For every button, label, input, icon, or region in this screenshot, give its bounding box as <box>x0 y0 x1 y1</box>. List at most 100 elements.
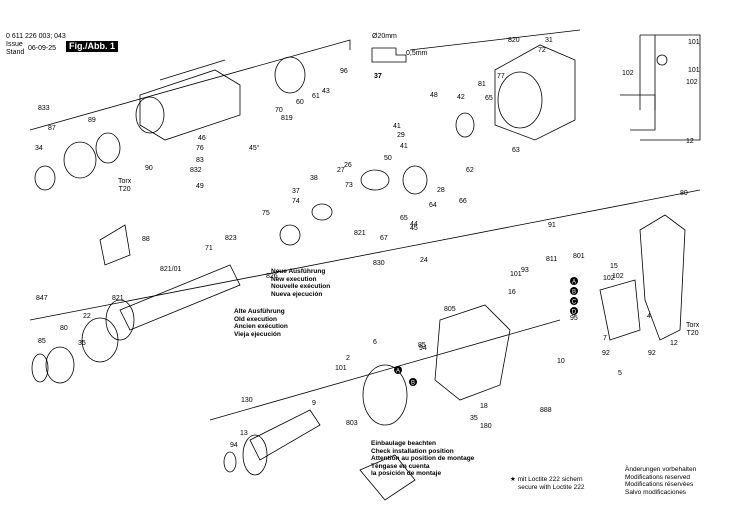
issue-date: 06-09-25 <box>28 45 57 52</box>
connector-marker <box>394 366 402 374</box>
dimension-part-number: 37 <box>374 73 382 80</box>
part-number-callout: 67 <box>380 235 388 242</box>
part-number-callout: 61 <box>312 93 320 100</box>
document-number: 0 611 226 003; 043 <box>6 33 66 40</box>
part-number-callout: 85 <box>38 338 46 345</box>
part-number-callout: 821/01 <box>160 266 182 273</box>
part-number-callout: 80 <box>60 325 68 332</box>
dimension-diameter: Ø20mm <box>372 33 397 40</box>
part-number-callout: 102 <box>603 275 615 282</box>
part-number-callout: 821 <box>354 230 366 237</box>
part-number-callout: 89 <box>88 117 96 124</box>
part-number-callout: 46 <box>198 135 206 142</box>
circuit-reference: 102 <box>622 70 634 77</box>
part-number-callout: 102 <box>612 273 624 280</box>
part-number-callout: 34 <box>35 145 43 152</box>
connector-letter: D <box>572 310 577 316</box>
part-number-callout: 803 <box>346 420 358 427</box>
part-number-callout: 180 <box>480 423 492 430</box>
connector-letter: B <box>572 290 576 296</box>
part-number-callout: 62 <box>466 167 474 174</box>
part-number-callout: 12 <box>670 340 678 347</box>
part-number-callout: 96 <box>340 68 348 75</box>
part-number-callout: 43 <box>322 88 330 95</box>
part-number-callout: 93 <box>521 267 529 274</box>
part-number-callout: 65 <box>400 215 408 222</box>
connector-letter: A <box>396 369 400 375</box>
part-number-callout: 38 <box>310 175 318 182</box>
part-number-callout: 48 <box>430 92 438 99</box>
part-number-callout: 15 <box>610 263 618 270</box>
part-number-callout: 88 <box>142 236 150 243</box>
part-number-callout: 87 <box>48 125 56 132</box>
handle-shape <box>639 214 686 341</box>
part-number-callout: 45 <box>410 225 418 232</box>
part-number-callout: 5 <box>618 370 622 377</box>
tool-holder-cap <box>34 165 56 191</box>
figure-label: Fig./Abb. 1 <box>66 41 118 52</box>
connector-letter: C <box>572 300 577 306</box>
part-number-callout: 71 <box>205 245 213 252</box>
part-number-callout: 35 <box>470 415 478 422</box>
part-number-callout: 31 <box>545 37 553 44</box>
part-number-callout: 3/60 <box>0 0 14 2</box>
connector-marker <box>570 297 578 305</box>
frame-upper-right <box>409 29 581 51</box>
part-number-callout: 18 <box>480 403 488 410</box>
part-number-callout: 801 <box>573 253 585 260</box>
circuit-reference: 12 <box>686 138 694 145</box>
part-number-callout: 91 <box>548 222 556 229</box>
part-number-callout: 60 <box>296 99 304 106</box>
frame-lower <box>209 319 561 421</box>
part-number-callout: 63 <box>512 147 520 154</box>
part-number-callout: 24 <box>420 257 428 264</box>
connector-marker <box>570 287 578 295</box>
connector-marker <box>570 277 578 285</box>
part-number-callout: 75 <box>262 210 270 217</box>
cover-shape <box>434 304 511 401</box>
note-modifications: Änderungen vorbehalten Modifications res… <box>625 466 697 496</box>
part-number-callout: 64 <box>429 202 437 209</box>
part-number-callout: 805 <box>444 306 456 313</box>
part-number-callout: 92 <box>648 350 656 357</box>
stator-shape <box>362 364 408 426</box>
part-number-callout: 819 <box>281 115 293 122</box>
part-number-callout: 28 <box>437 187 445 194</box>
part-number-callout: 94 <box>419 345 427 352</box>
armature-shape <box>249 409 321 461</box>
part-number-callout: 85 <box>418 342 426 349</box>
dimension-thickness: 0,5mm <box>406 50 428 57</box>
part-number-callout: 72 <box>538 47 546 54</box>
circuit-reference: 102 <box>686 79 698 86</box>
part-number-callout: 823 <box>225 235 237 242</box>
part-number-callout: 29 <box>397 132 405 139</box>
part-number-callout: 27 <box>337 167 345 174</box>
part-number-callout: 80 <box>680 190 688 197</box>
frame-upper-left <box>29 39 351 131</box>
part-number-callout: 101 <box>510 271 522 278</box>
frame-middle <box>29 189 701 321</box>
part-number-callout: 81 <box>478 81 486 88</box>
part-number-callout: 9 <box>312 400 316 407</box>
part-number-callout: 77 <box>497 73 505 80</box>
part-number-callout: 35 <box>78 340 86 347</box>
part-number-callout: 826 <box>266 273 278 280</box>
part-number-callout: 42 <box>457 94 465 101</box>
part-number-callout: 94 <box>230 442 238 449</box>
part-number-callout: 13 <box>240 430 248 437</box>
part-number-callout: 41 <box>393 123 401 130</box>
part-number-callout: 847 <box>36 295 48 302</box>
part-number-callout: 37 <box>292 188 300 195</box>
circuit-reference: 101 <box>688 67 700 74</box>
part-number-callout: 26 <box>344 162 352 169</box>
motor-housing-shape <box>494 44 576 141</box>
note-installation: Einbaulage beachten Check installation p… <box>371 440 475 477</box>
part-number-callout: 16 <box>508 289 516 296</box>
part-number-callout: 830 <box>373 260 385 267</box>
connector-letter: A <box>572 280 576 286</box>
part-number-callout: 92 <box>602 350 610 357</box>
note-loctite: ★ mit Loctite 222 sichern secure with Lo… <box>510 476 585 491</box>
